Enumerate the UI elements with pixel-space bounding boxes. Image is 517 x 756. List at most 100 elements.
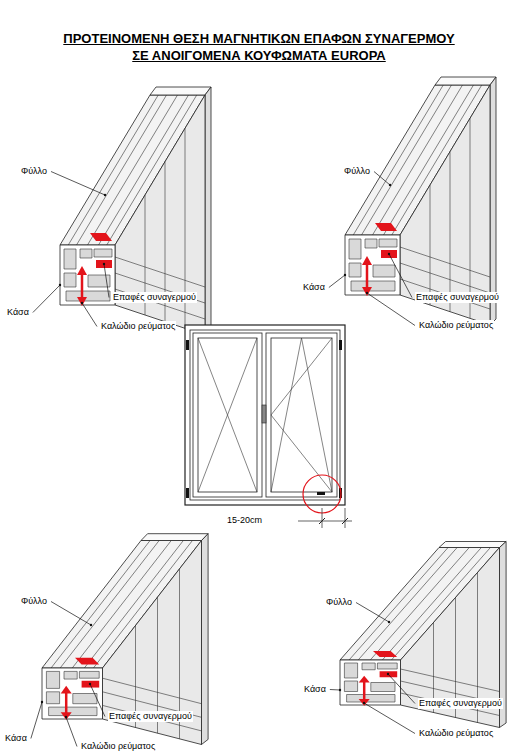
profile-line <box>107 95 197 245</box>
profile-line <box>103 678 202 704</box>
leader-dot <box>389 184 391 186</box>
profile-line <box>99 95 189 245</box>
profile-chamber <box>371 683 395 692</box>
profile-chamber <box>344 663 357 678</box>
leader-line <box>31 702 42 739</box>
profile-chamber <box>347 695 395 703</box>
profile-chamber <box>64 273 76 287</box>
cable-arrow <box>61 712 72 720</box>
profile-side <box>205 87 211 335</box>
dimension-label: 15-20cm <box>226 515 263 526</box>
profile-line <box>370 548 469 661</box>
title: ΠΡΟΤΕΙΝΟΜΕΝΗ ΘΕΣΗ ΜΑΓΝΗΤΙΚΩΝ ΕΠΑΦΩΝ ΣΥΝΑ… <box>58 30 460 64</box>
leader-line <box>329 275 345 288</box>
window-line <box>271 338 332 415</box>
leader-dot <box>90 624 92 626</box>
profile-chamber <box>79 671 99 678</box>
profile-chamber <box>46 671 59 688</box>
frame-label: Κάσα <box>4 733 28 744</box>
profile-drawing <box>60 87 211 335</box>
alarm-contact <box>90 233 112 241</box>
profile-chamber <box>351 281 395 291</box>
profile-chamber <box>373 265 395 277</box>
profile-chamber <box>344 681 357 692</box>
leader-line <box>90 684 105 717</box>
profile-line <box>450 152 451 312</box>
profile-chamber <box>362 663 375 670</box>
profile-drawing <box>42 534 208 745</box>
window-elevation <box>185 325 352 528</box>
leader-lines <box>31 172 415 747</box>
profile-chamber <box>365 239 377 248</box>
alarm-contact <box>373 651 397 657</box>
profile-line <box>358 548 457 661</box>
leader-line <box>51 172 105 196</box>
profile-cap <box>439 542 506 548</box>
leader-dot <box>339 689 341 691</box>
alarm-contact <box>380 671 398 677</box>
profile-section <box>60 245 115 305</box>
highlight-circle <box>303 475 341 513</box>
leader-line <box>388 674 415 704</box>
profile-chamber <box>349 239 361 259</box>
alarm-contact <box>381 250 397 258</box>
cable-arrow <box>359 699 370 706</box>
profile-chamber <box>379 239 397 247</box>
profile-chamber <box>73 694 97 704</box>
leader-line <box>367 293 415 326</box>
profile-cap <box>150 87 211 95</box>
profile-line <box>470 118 471 318</box>
profile-line <box>103 705 202 731</box>
cable-arrow <box>77 266 87 275</box>
alarm-contact <box>375 223 397 231</box>
profile-line <box>363 680 366 703</box>
leader-line <box>364 703 415 734</box>
profile-chamber <box>377 663 397 669</box>
leader-dot <box>103 263 105 265</box>
contacts-label: Επαφές συναγερμού <box>418 698 503 709</box>
profile-chamber <box>49 707 97 716</box>
frame-label: Κάσα <box>302 282 326 293</box>
profile-section <box>345 235 400 295</box>
contacts-label: Επαφές συναγερμού <box>415 292 500 303</box>
frame-face <box>400 85 490 325</box>
sash-label: Φύλλο <box>20 596 48 607</box>
profile-chamber <box>80 249 92 258</box>
leader-dot <box>41 701 43 703</box>
profile-chamber <box>46 692 59 704</box>
leader-line <box>356 603 389 623</box>
leader-dot <box>65 716 67 718</box>
profile-line <box>362 85 452 235</box>
window-glass <box>271 338 332 492</box>
sash-label: Φύλλο <box>325 597 353 608</box>
cable-arrow <box>362 256 372 265</box>
profile-line <box>65 690 68 716</box>
profile-drawing <box>340 542 506 728</box>
alarm-contact <box>317 492 325 495</box>
alarm-contact <box>96 260 112 268</box>
leader-line <box>104 264 109 298</box>
window-line <box>198 338 257 492</box>
profile-line <box>366 261 369 291</box>
window-line <box>342 518 348 524</box>
window-line <box>345 508 346 528</box>
leader-dot <box>388 621 390 623</box>
alarm-contact <box>75 658 99 665</box>
profile-line <box>400 247 490 277</box>
profile-chamber <box>66 291 110 301</box>
profile-chamber <box>64 249 76 269</box>
profile-side <box>202 534 209 745</box>
profile-section <box>42 668 103 719</box>
profile-line <box>60 541 159 669</box>
window-sash <box>193 333 262 497</box>
cable-label: Καλώδιο ρεύματος <box>418 728 494 739</box>
profile-line <box>373 85 463 235</box>
leader-dot <box>344 274 346 276</box>
cable-arrow <box>61 686 72 694</box>
alarm-contact <box>82 681 100 688</box>
cable-label: Καλώδιο ρεύματος <box>100 321 176 332</box>
profile-cap <box>435 77 496 85</box>
profile-chamber <box>94 249 112 257</box>
profile-drawing <box>345 77 496 325</box>
